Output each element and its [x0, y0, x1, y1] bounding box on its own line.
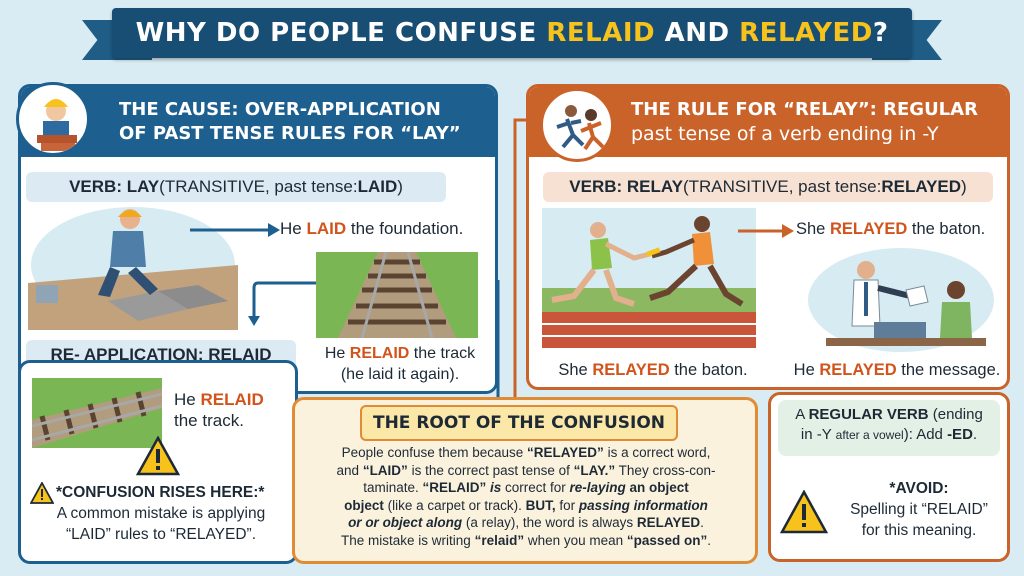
- relay-race-illustration: [542, 208, 756, 348]
- curved-arrow: [248, 281, 322, 326]
- regular-verb-box: [778, 400, 1000, 456]
- relaid-example-2: He RELAID the track (he laid it again).: [324, 345, 476, 383]
- warning-icon-small: [30, 482, 54, 504]
- relay-example-2: She RELAYED the baton.: [558, 361, 748, 379]
- page-title: WHY DO PEOPLE CONFUSE RELAID AND RELAYED…: [135, 18, 889, 48]
- arrow-right-icon-2: [738, 224, 794, 238]
- root-title: THE ROOT OF THE CONFUSION: [360, 405, 678, 441]
- relaid-example-3: He RELAID the track.: [174, 390, 264, 430]
- bricklayer-illustration: [28, 207, 238, 330]
- root-explanation: People confuse them because “RELAYED” is…: [336, 445, 716, 548]
- avoid-text: *AVOID: Spelling it “RELAID” for this me…: [850, 480, 988, 539]
- lay-example-1: He LAID the foundation.: [280, 219, 464, 238]
- relay-verb-bar: VERB: RELAY (TRANSITIVE, past tense: REL…: [543, 172, 993, 202]
- runners-icon: [540, 88, 614, 162]
- warning-icon: [136, 436, 180, 476]
- lay-verb-bar: VERB: LAY (TRANSITIVE, past tense: LAID): [26, 172, 446, 202]
- regular-verb-rule: A REGULAR VERB (ending in -Y after a vow…: [795, 406, 983, 443]
- railway-track-illustration: [316, 252, 478, 338]
- office-illustration: [808, 248, 994, 352]
- confusion-label: *CONFUSION RISES HERE:*: [56, 484, 265, 501]
- warning-icon-avoid: [780, 490, 828, 534]
- railway-track-small: [32, 378, 162, 448]
- worker-icon: [16, 82, 90, 156]
- confusion-text: A common mistake is applying“LAID” rules…: [56, 505, 266, 543]
- relay-example-1: She RELAYED the baton.: [796, 220, 986, 238]
- relay-example-3: He RELAYED the message.: [793, 361, 1001, 379]
- arrow-right-icon: [190, 223, 280, 237]
- title-banner: WHY DO PEOPLE CONFUSE RELAID AND RELAYED…: [82, 8, 942, 66]
